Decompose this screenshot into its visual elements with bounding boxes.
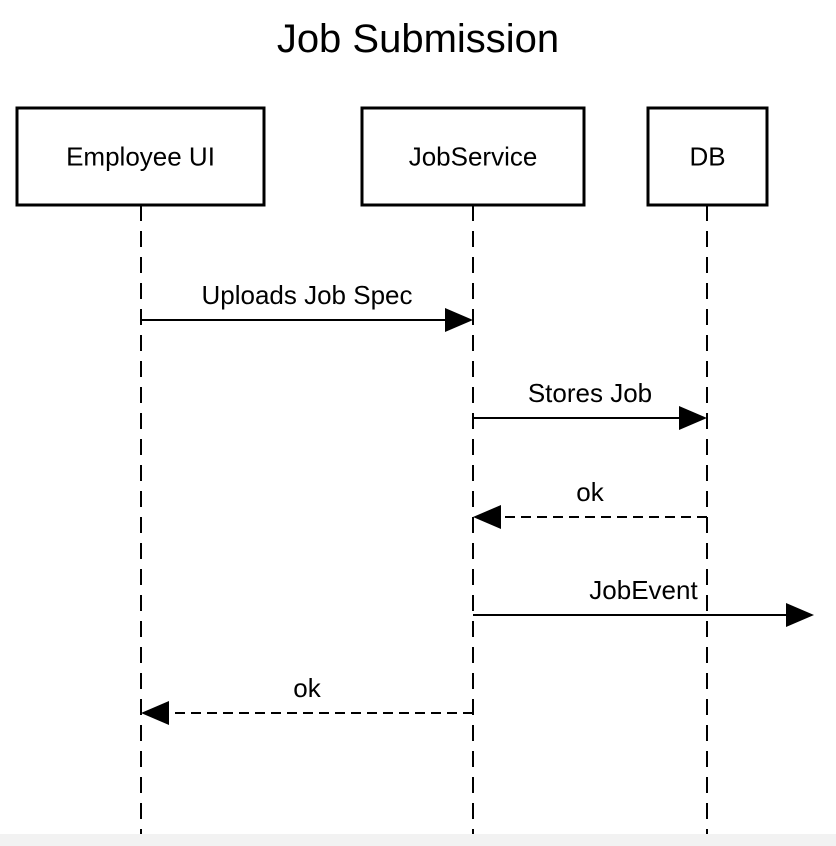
message-label: ok (293, 673, 321, 703)
participant-box (646, 106, 769, 207)
participant-job-service: JobService (360, 106, 586, 207)
arrowhead-icon (473, 505, 501, 529)
message-label: JobEvent (589, 575, 698, 605)
lifelines (140, 205, 708, 834)
arrowhead-icon (679, 406, 707, 430)
message-3: ok (473, 477, 707, 529)
message-1: Uploads Job Spec (141, 280, 473, 332)
arrowhead-icon (141, 701, 169, 725)
participant-db: DB (646, 106, 769, 207)
participants: Employee UI JobService DB (15, 106, 769, 207)
participant-label: Employee UI (66, 142, 215, 172)
diagram-title: Job Submission (277, 17, 559, 61)
participant-box (15, 106, 266, 207)
arrowhead-icon (786, 603, 814, 627)
participant-box (360, 106, 586, 207)
message-label: Stores Job (528, 378, 652, 408)
message-2: Stores Job (473, 378, 707, 430)
message-label: ok (576, 477, 604, 507)
message-label: Uploads Job Spec (201, 280, 412, 310)
message-4: JobEvent (473, 575, 814, 627)
participant-label: JobService (409, 142, 538, 172)
arrowhead-icon (445, 308, 473, 332)
message-5: ok (141, 673, 473, 725)
participant-employee-ui: Employee UI (15, 106, 266, 207)
participant-label: DB (689, 142, 725, 172)
